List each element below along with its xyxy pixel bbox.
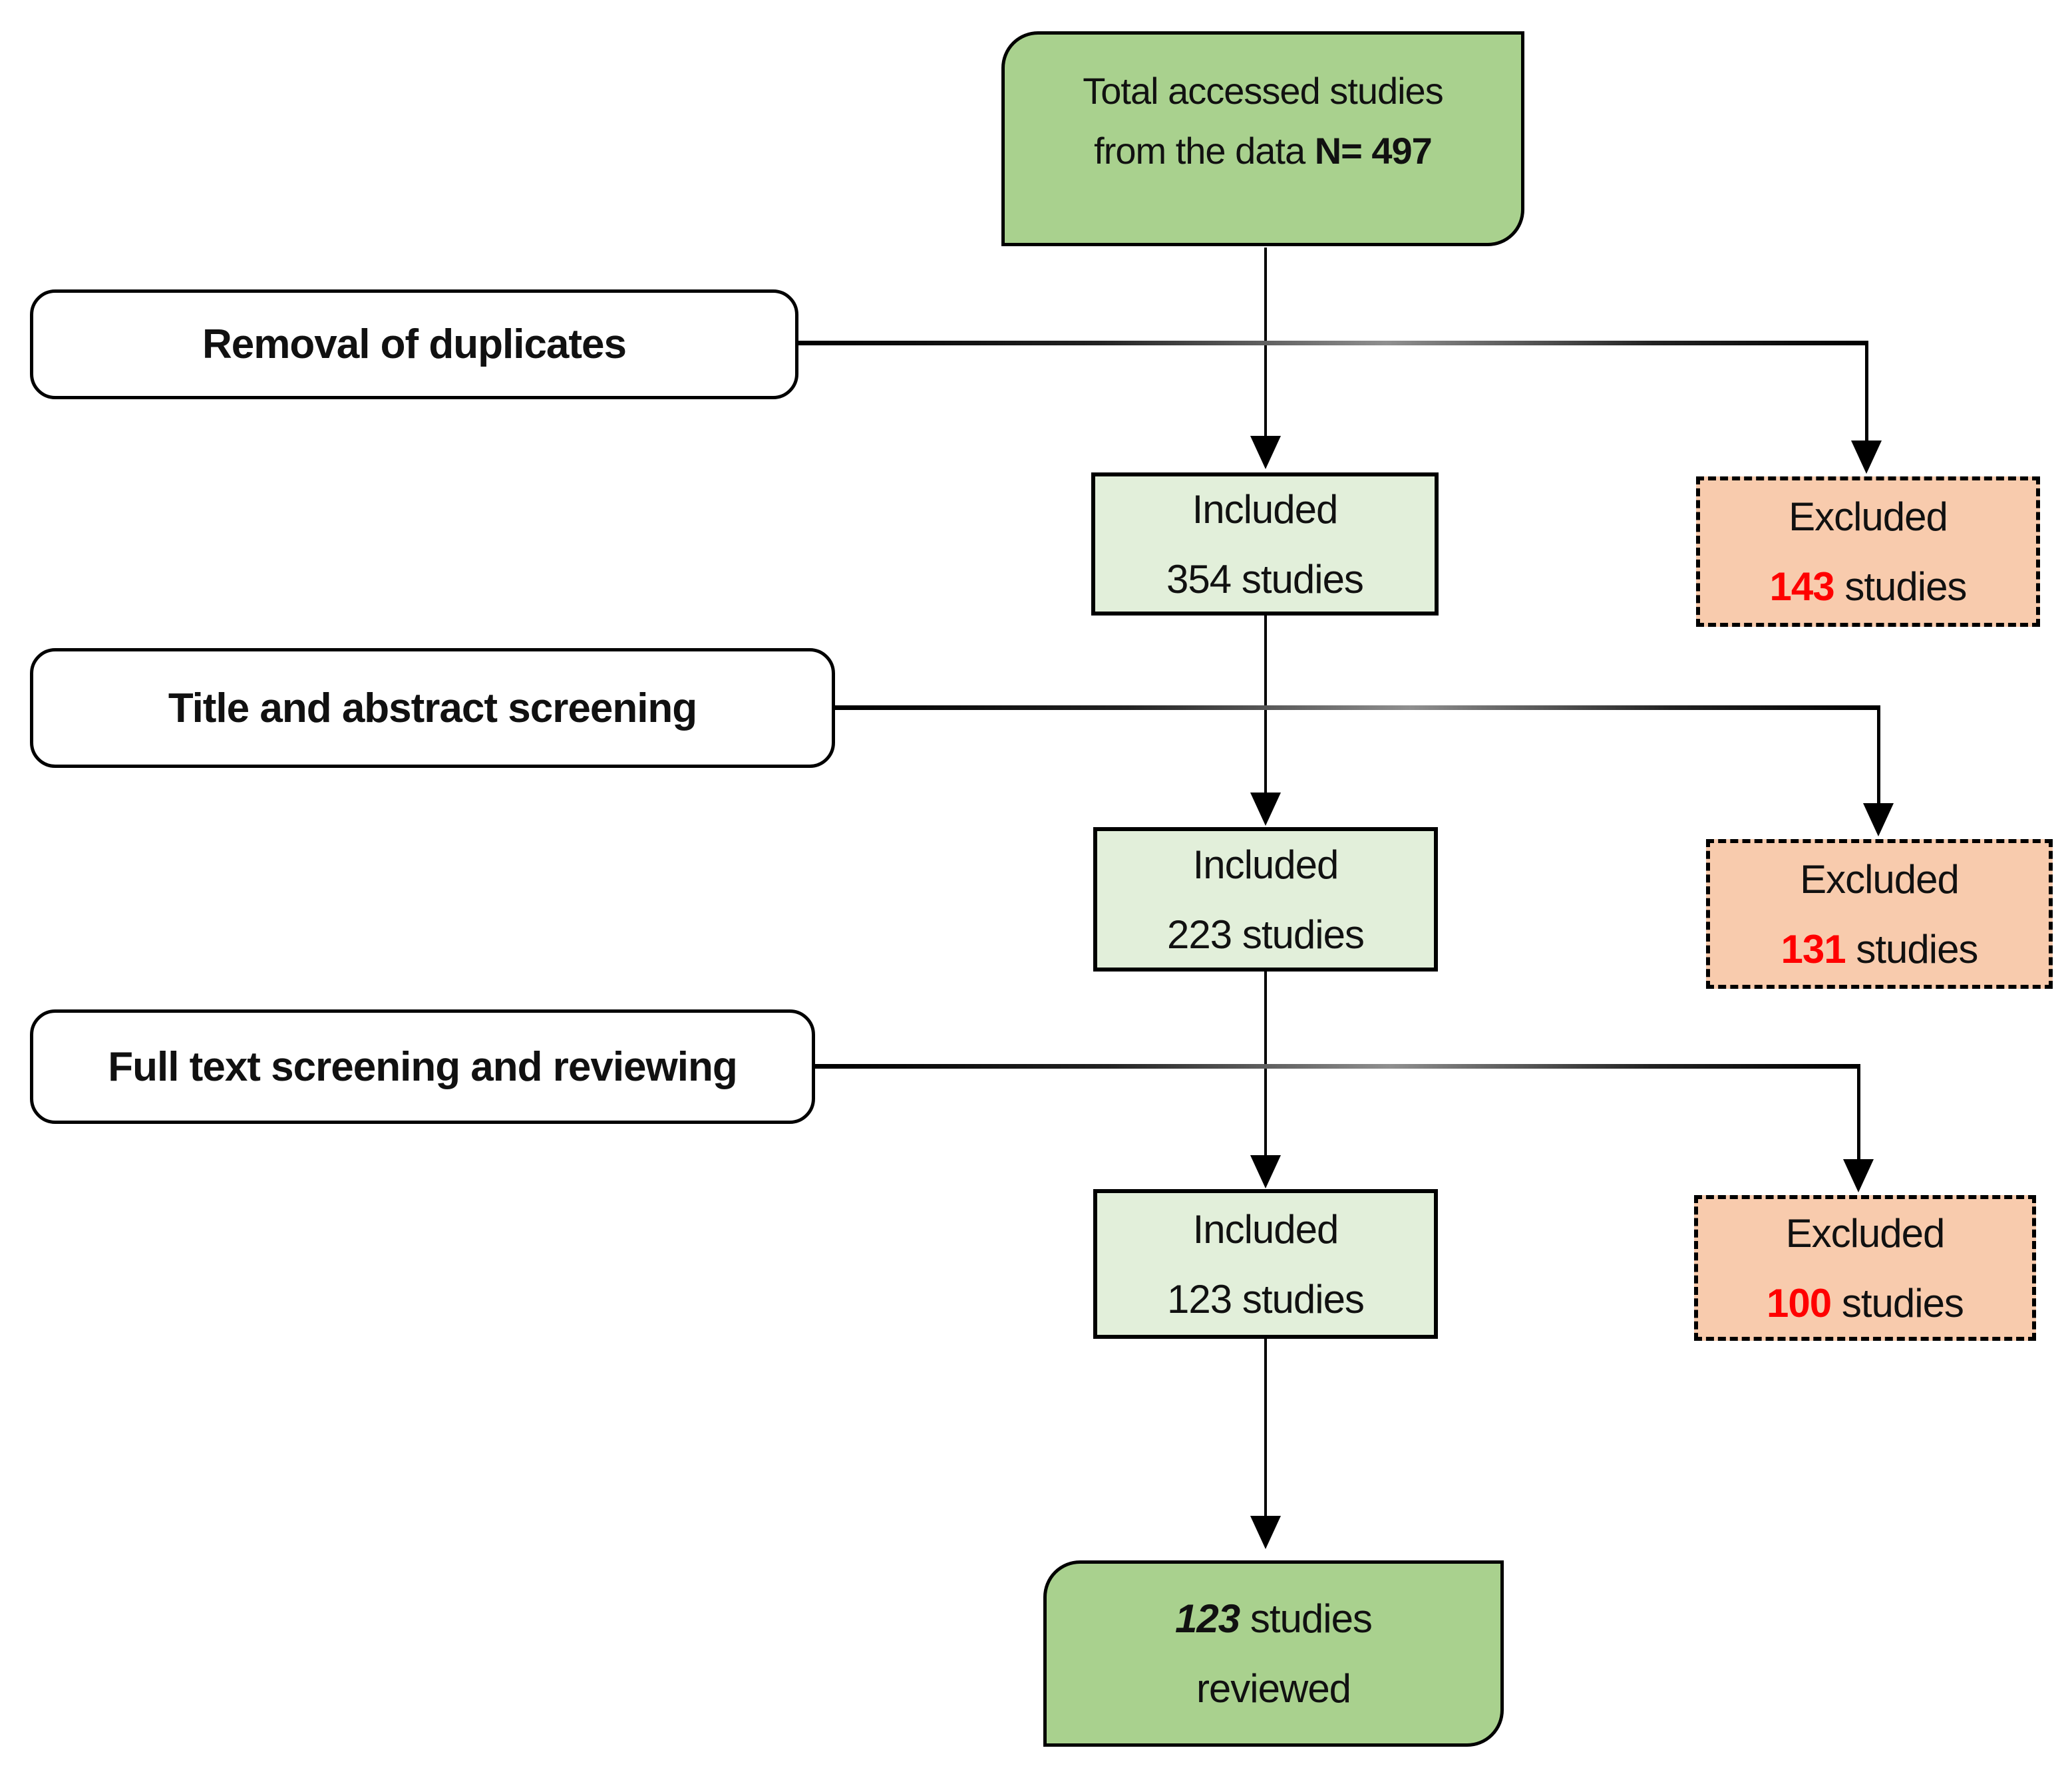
excluded-count-line: 100 studies	[1767, 1280, 1964, 1326]
excluded-count: 131	[1781, 926, 1846, 972]
arrowhead-down-icon	[1250, 793, 1281, 826]
included-count: 123 studies	[1167, 1276, 1365, 1322]
excluded-title: Excluded	[1785, 1210, 1946, 1256]
end-count: 123	[1175, 1596, 1240, 1641]
end-line2: reviewed	[1196, 1666, 1351, 1711]
excluded-unit: studies	[1845, 926, 1978, 972]
end-count-suffix: studies	[1240, 1596, 1373, 1641]
stage-label-full-text-screening: Full text screening and reviewing	[30, 1009, 815, 1124]
arrowhead-down-icon	[1250, 1155, 1281, 1188]
excluded-title: Excluded	[1789, 494, 1948, 539]
arrowhead-down-icon	[1863, 803, 1894, 836]
included-count: 223 studies	[1167, 912, 1365, 957]
node-excluded-131: Excluded 131 studies	[1706, 839, 2053, 989]
start-line1: Total accessed studies	[1083, 70, 1443, 112]
drop-line-to-excluded-143	[1865, 341, 1868, 443]
excluded-unit: studies	[1834, 564, 1967, 609]
node-studies-reviewed: 123 studies reviewed	[1043, 1560, 1504, 1747]
included-count: 354 studies	[1166, 556, 1364, 602]
node-excluded-143: Excluded 143 studies	[1696, 476, 2040, 627]
branch-line-stage-0	[798, 341, 1868, 345]
stage-label-text: Title and abstract screening	[168, 685, 697, 731]
included-title: Included	[1192, 1206, 1339, 1252]
stage-label-title-abstract-screening: Title and abstract screening	[30, 648, 835, 768]
stage-label-text: Full text screening and reviewing	[108, 1043, 737, 1090]
drop-line-to-excluded-131	[1877, 705, 1880, 805]
excluded-unit: studies	[1831, 1280, 1964, 1326]
arrowhead-down-icon	[1843, 1159, 1874, 1192]
included-title: Included	[1192, 486, 1339, 532]
end-line1: 123 studies	[1175, 1584, 1373, 1654]
start-line2: from the data N= 497	[1094, 121, 1433, 181]
stage-label-text: Removal of duplicates	[202, 321, 627, 367]
excluded-count-line: 131 studies	[1781, 926, 1979, 972]
start-n-value: N= 497	[1314, 129, 1433, 172]
node-included-123: Included 123 studies	[1093, 1189, 1438, 1339]
node-included-223: Included 223 studies	[1093, 827, 1438, 972]
node-included-354: Included 354 studies	[1091, 472, 1439, 616]
arrowhead-down-icon	[1250, 436, 1281, 469]
excluded-count-line: 143 studies	[1769, 564, 1968, 610]
branch-line-stage-2	[815, 1064, 1860, 1069]
excluded-title: Excluded	[1800, 856, 1960, 902]
arrowhead-down-icon	[1250, 1516, 1281, 1549]
node-total-accessed-studies: Total accessed studies from the data N= …	[1001, 31, 1524, 246]
node-excluded-100: Excluded 100 studies	[1694, 1195, 2036, 1341]
stage-label-removal-of-duplicates: Removal of duplicates	[30, 289, 798, 399]
excluded-count: 100	[1767, 1280, 1832, 1326]
arrowhead-down-icon	[1851, 441, 1882, 474]
excluded-count: 143	[1769, 564, 1835, 609]
drop-line-to-excluded-100	[1857, 1064, 1860, 1161]
start-line2-text: from the data	[1094, 129, 1315, 172]
included-title: Included	[1192, 842, 1339, 887]
connector-included-123-to-reviewed	[1264, 1339, 1267, 1517]
branch-line-stage-1	[835, 705, 1880, 710]
